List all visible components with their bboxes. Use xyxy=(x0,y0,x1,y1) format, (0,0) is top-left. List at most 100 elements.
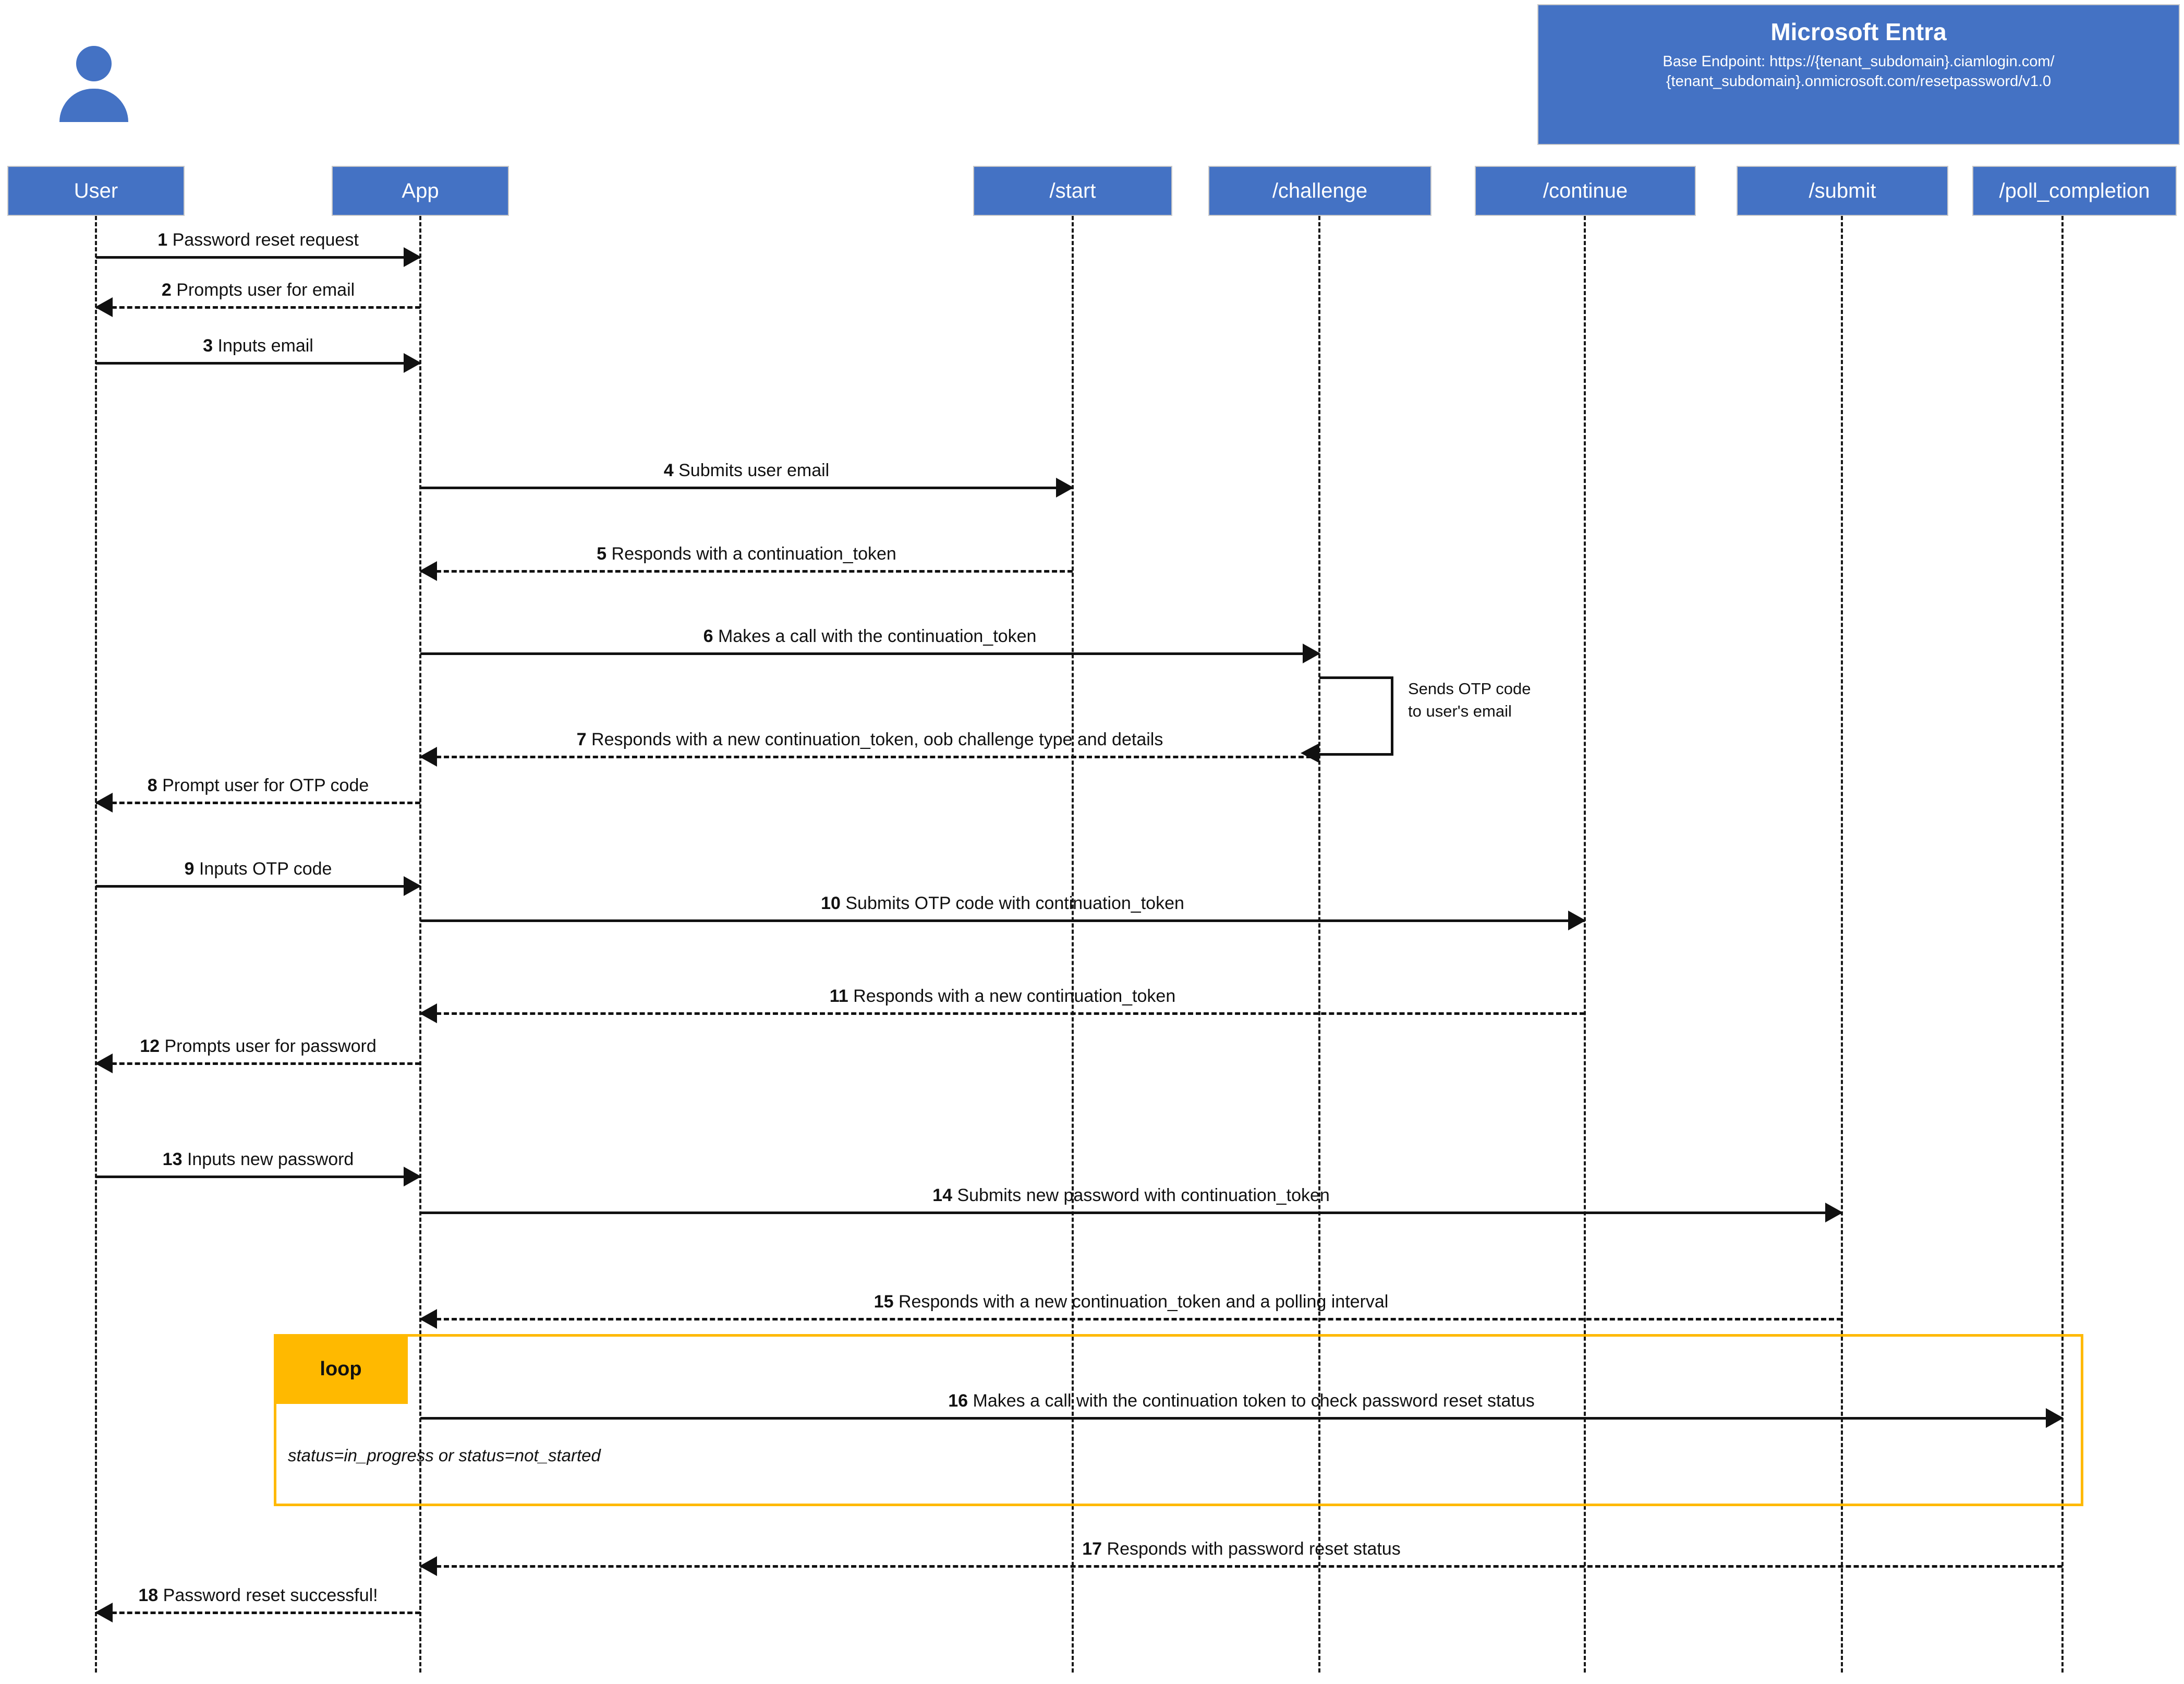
arrowhead-2 xyxy=(95,297,113,317)
avatar-body xyxy=(59,89,128,122)
participant-box-user[interactable]: User xyxy=(7,166,185,216)
participant-box-app[interactable]: App xyxy=(332,166,509,216)
lifeline-poll xyxy=(2061,216,2064,1673)
message-line-2 xyxy=(96,306,420,309)
message-text-18: Password reset successful! xyxy=(163,1585,378,1605)
avatar-head xyxy=(76,46,112,81)
entra-header-box: Microsoft Entra Base Endpoint: https://{… xyxy=(1537,4,2180,145)
message-label-16: 16 Makes a call with the continuation to… xyxy=(420,1392,2062,1410)
self-call-note: Sends OTP code to user's email xyxy=(1408,678,1531,723)
arrowhead-16 xyxy=(2046,1408,2064,1428)
message-line-10 xyxy=(420,919,1585,922)
message-line-7 xyxy=(420,756,1319,758)
self-call-note-line2: to user's email xyxy=(1408,701,1512,720)
message-text-12: Prompts user for password xyxy=(164,1036,377,1056)
arrowhead-14 xyxy=(1825,1203,1843,1222)
message-number-5: 5 xyxy=(597,544,607,564)
lifeline-app xyxy=(419,216,421,1673)
message-number-13: 13 xyxy=(162,1149,183,1169)
participant-box-poll[interactable]: /poll_completion xyxy=(1972,166,2177,216)
message-text-15: Responds with a new continuation_token a… xyxy=(898,1292,1389,1312)
message-line-6 xyxy=(420,652,1319,655)
message-label-9: 9 Inputs OTP code xyxy=(96,860,420,878)
arrowhead-9 xyxy=(404,876,421,896)
message-number-2: 2 xyxy=(161,280,172,300)
message-number-16: 16 xyxy=(948,1391,968,1411)
participant-box-challenge[interactable]: /challenge xyxy=(1208,166,1431,216)
message-number-9: 9 xyxy=(184,859,195,879)
lifeline-submit xyxy=(1841,216,1843,1673)
message-line-11 xyxy=(420,1012,1585,1015)
message-label-10: 10 Submits OTP code with continuation_to… xyxy=(420,894,1585,912)
message-number-15: 15 xyxy=(873,1292,894,1312)
arrowhead-5 xyxy=(419,561,437,581)
message-line-15 xyxy=(420,1318,1842,1320)
message-text-6: Makes a call with the continuation_token xyxy=(718,626,1037,646)
arrowhead-12 xyxy=(95,1053,113,1073)
message-label-13: 13 Inputs new password xyxy=(96,1150,420,1168)
message-label-12: 12 Prompts user for password xyxy=(96,1037,420,1055)
message-text-14: Submits new password with continuation_t… xyxy=(957,1185,1330,1205)
user-avatar-icon xyxy=(57,46,130,124)
message-text-3: Inputs email xyxy=(217,336,313,356)
participant-label-user: User xyxy=(74,179,118,202)
message-line-8 xyxy=(96,802,420,804)
self-call-note-line1: Sends OTP code xyxy=(1408,680,1531,698)
message-text-9: Inputs OTP code xyxy=(199,859,332,879)
message-number-14: 14 xyxy=(932,1185,952,1205)
message-line-3 xyxy=(96,362,420,365)
arrowhead-8 xyxy=(95,793,113,813)
message-label-14: 14 Submits new password with continuatio… xyxy=(420,1186,1842,1204)
arrowhead-1 xyxy=(404,247,421,267)
message-text-10: Submits OTP code with continuation_token xyxy=(845,893,1184,913)
message-label-5: 5 Responds with a continuation_token xyxy=(420,545,1073,563)
message-label-17: 17 Responds with password reset status xyxy=(420,1540,2062,1558)
message-line-4 xyxy=(420,487,1073,489)
message-label-1: 1 Password reset request xyxy=(96,231,420,249)
arrowhead-15 xyxy=(419,1309,437,1329)
loop-fragment-condition: status=in_progress or status=not_started xyxy=(288,1446,601,1465)
self-call-arrowhead xyxy=(1301,743,1319,763)
message-number-3: 3 xyxy=(203,336,213,356)
message-label-4: 4 Submits user email xyxy=(420,462,1073,479)
message-line-9 xyxy=(96,885,420,888)
message-line-5 xyxy=(420,570,1073,573)
message-line-12 xyxy=(96,1062,420,1065)
arrowhead-10 xyxy=(1568,911,1586,930)
message-text-4: Submits user email xyxy=(678,461,830,480)
message-label-2: 2 Prompts user for email xyxy=(96,281,420,299)
participant-box-start[interactable]: /start xyxy=(973,166,1172,216)
lifeline-challenge xyxy=(1318,216,1320,1673)
participant-box-submit[interactable]: /submit xyxy=(1737,166,1948,216)
message-line-17 xyxy=(420,1565,2062,1568)
entra-subtitle: Base Endpoint: https://{tenant_subdomain… xyxy=(1538,52,2179,92)
message-text-17: Responds with password reset status xyxy=(1107,1539,1401,1559)
lifeline-start xyxy=(1072,216,1074,1673)
participant-box-continue[interactable]: /continue xyxy=(1475,166,1696,216)
loop-fragment-frame xyxy=(274,1334,2083,1506)
message-line-14 xyxy=(420,1211,1842,1214)
message-label-15: 15 Responds with a new continuation_toke… xyxy=(420,1293,1842,1311)
message-text-2: Prompts user for email xyxy=(176,280,355,300)
participant-label-submit: /submit xyxy=(1809,179,1876,202)
arrowhead-11 xyxy=(419,1003,437,1023)
arrowhead-3 xyxy=(404,353,421,373)
entra-subtitle-line1: Base Endpoint: https://{tenant_subdomain… xyxy=(1663,53,2055,70)
lifeline-continue xyxy=(1584,216,1586,1673)
lifeline-user xyxy=(95,216,97,1673)
message-text-8: Prompt user for OTP code xyxy=(162,776,369,795)
message-number-7: 7 xyxy=(576,730,587,749)
message-number-4: 4 xyxy=(663,461,674,480)
participant-label-app: App xyxy=(402,179,439,202)
participant-label-continue: /continue xyxy=(1543,179,1628,202)
arrowhead-17 xyxy=(419,1556,437,1576)
arrowhead-4 xyxy=(1056,478,1074,498)
arrowhead-18 xyxy=(95,1603,113,1622)
message-text-7: Responds with a new continuation_token, … xyxy=(591,730,1163,749)
message-number-6: 6 xyxy=(703,626,713,646)
participant-label-start: /start xyxy=(1049,179,1096,202)
message-line-18 xyxy=(96,1612,420,1614)
message-label-6: 6 Makes a call with the continuation_tok… xyxy=(420,627,1319,645)
message-text-5: Responds with a continuation_token xyxy=(611,544,896,564)
